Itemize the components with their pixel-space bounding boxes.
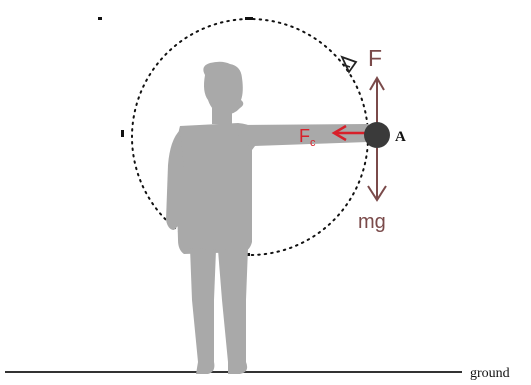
- person-left-leg: [190, 248, 216, 374]
- ball: [364, 122, 390, 148]
- label-point-a: A: [395, 129, 406, 145]
- rotation-direction-tick: [343, 64, 351, 68]
- person-left-arm: [166, 130, 184, 230]
- person-silhouette: [166, 61, 374, 374]
- stray-mark: [98, 17, 102, 20]
- person-torso: [176, 123, 258, 254]
- person-head: [203, 61, 244, 115]
- label-weight: mg: [358, 211, 386, 233]
- label-force-up: F: [368, 45, 382, 71]
- rotation-direction-arrow: [340, 55, 358, 74]
- force-up-arrow: [369, 76, 385, 124]
- label-ground: ground: [470, 366, 510, 381]
- person-neck: [212, 108, 232, 124]
- centripetal-arrow: [331, 124, 365, 142]
- person-right-leg: [218, 248, 248, 374]
- label-centripetal: Fc: [299, 126, 316, 149]
- label-centripetal-sub: c: [310, 137, 316, 149]
- path-mark-top: [245, 17, 253, 20]
- label-centripetal-main: F: [299, 126, 310, 146]
- path-mark-left: [121, 130, 124, 137]
- weight-arrow: [367, 148, 387, 202]
